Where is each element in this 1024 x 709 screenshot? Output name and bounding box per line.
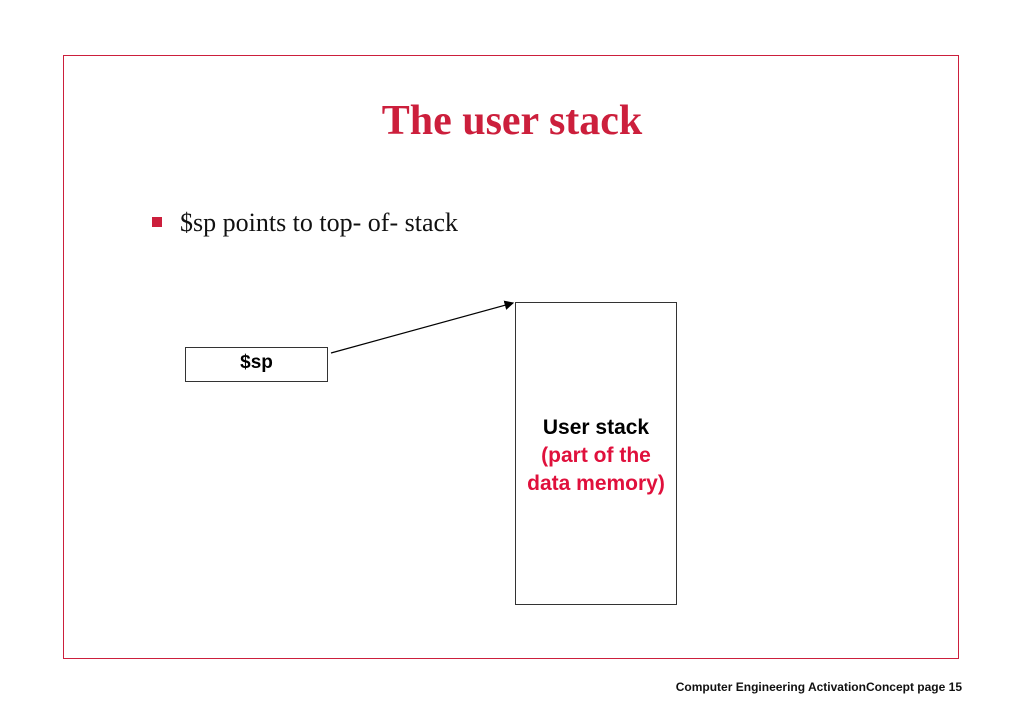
- stack-pointer-box: $sp: [185, 347, 328, 382]
- user-stack-note-line1: (part of the: [541, 444, 651, 467]
- user-stack-note-line2: data memory): [527, 472, 665, 495]
- square-bullet-icon: [152, 217, 162, 228]
- user-stack-box: [515, 302, 677, 605]
- slide-footer: Computer Engineering ActivationConcept p…: [675, 680, 962, 694]
- user-stack-label: User stack (part of the data memory): [505, 414, 687, 498]
- bullet-item: $sp points to top- of- stack: [152, 208, 458, 238]
- slide-title: The user stack: [381, 98, 643, 144]
- bullet-text: $sp points to top- of- stack: [180, 208, 459, 237]
- user-stack-title: User stack: [542, 416, 650, 439]
- slide-frame: [63, 55, 959, 659]
